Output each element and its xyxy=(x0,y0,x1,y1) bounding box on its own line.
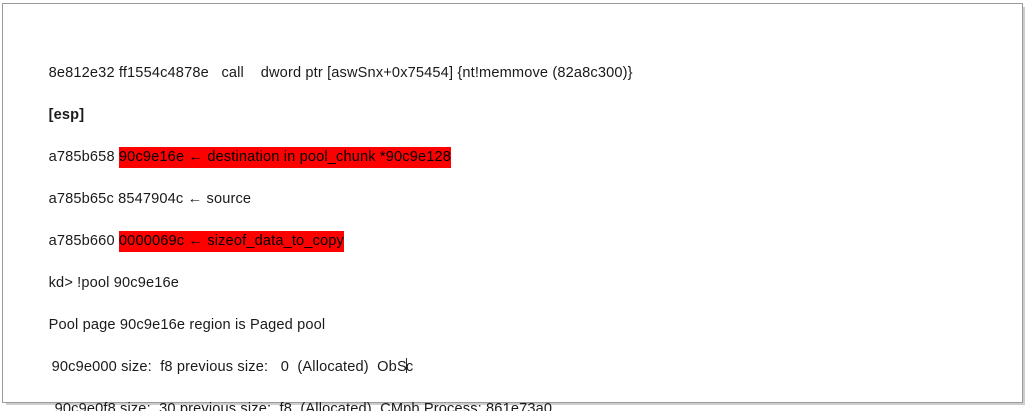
transcript-line-stack-arg-destination: a785b658 90c9e16e ← destination in pool_… xyxy=(3,94,1022,168)
transcript-line-disassembly-call: 8e812e32 ff1554c4878e call dword ptr [as… xyxy=(3,10,1022,81)
text-cursor-caret xyxy=(405,358,407,373)
transcript-line-pool-page-region: Pool page 90c9e16e region is Paged pool xyxy=(3,262,1022,333)
highlight-size-annotation: 0000069c ← sizeof_data_to_copy xyxy=(118,231,344,252)
transcript-line-pool-command: kd> !pool 90c9e16e xyxy=(3,220,1022,291)
transcript-line-stack-arg-size: a785b660 0000069c ← sizeof_data_to_copy xyxy=(3,178,1022,252)
transcript-line-esp-header: [esp] xyxy=(3,52,1022,123)
stack-address-size: a785b660 xyxy=(48,233,119,249)
pool-chunk-90c9e0f8-text: 90c9e0f8 size: 30 previous size: f8 (All… xyxy=(54,401,553,411)
transcript-body[interactable]: 8e812e32 ff1554c4878e call dword ptr [as… xyxy=(3,4,1022,411)
stack-arg-source-text: a785b65c 8547904c ← source xyxy=(48,191,252,207)
debugger-transcript-frame: 8e812e32 ff1554c4878e call dword ptr [as… xyxy=(2,3,1023,411)
disassembly-call-text: 8e812e32 ff1554c4878e call dword ptr [as… xyxy=(48,65,633,81)
transcript-line-stack-arg-source: a785b65c 8547904c ← source xyxy=(3,136,1022,207)
transcript-line-pool-chunk-90c9e0f8: 90c9e0f8 size: 30 previous size: f8 (All… xyxy=(3,346,1022,411)
esp-header-text: [esp] xyxy=(48,107,85,123)
pool-chunk-90c9e000-text: 90c9e000 size: f8 previous size: 0 (Allo… xyxy=(51,359,407,375)
transcript-line-pool-chunk-90c9e000: 90c9e000 size: f8 previous size: 0 (Allo… xyxy=(3,304,1022,375)
pool-page-region-text: Pool page 90c9e16e region is Paged pool xyxy=(48,317,326,333)
pool-command-text: kd> !pool 90c9e16e xyxy=(48,275,180,291)
stack-address-destination: a785b658 xyxy=(48,149,119,165)
highlight-destination-annotation: 90c9e16e ← destination in pool_chunk *90… xyxy=(118,147,452,168)
pool-chunk-90c9e000-tail: c xyxy=(405,359,414,375)
